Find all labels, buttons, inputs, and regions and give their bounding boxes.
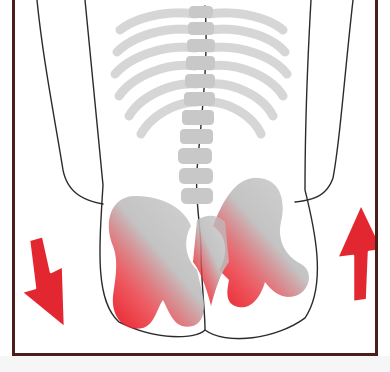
down-arrow-icon <box>21 236 65 328</box>
bottom-strip <box>0 356 390 372</box>
diagram-frame <box>12 0 378 356</box>
back-anatomy-diagram <box>15 0 375 353</box>
up-arrow-icon <box>337 204 375 302</box>
